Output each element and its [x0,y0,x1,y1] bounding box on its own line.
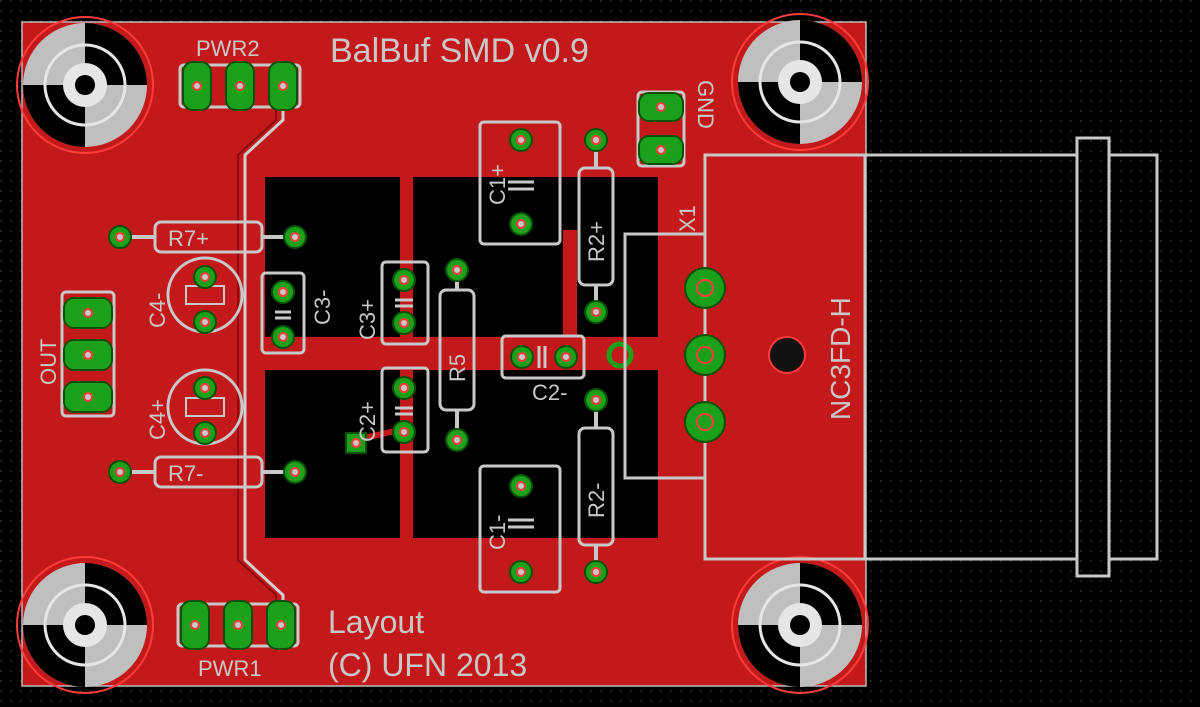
layout-label: Layout [328,604,424,640]
cutout-left-top [265,177,400,337]
cutout-right-top [413,177,658,337]
c4-top-label: C4- [145,293,170,328]
x1-label: X1 [675,205,700,232]
r7-bottom-label: R7- [168,461,203,486]
r5-label: R5 [445,354,470,382]
capacitor-c1-minus [478,464,562,594]
cutout-right-bottom [413,370,658,538]
resistor-r7-bottom [108,455,307,489]
connector-label: NC3FD-H [825,297,856,420]
capacitor-c1-plus [478,120,562,246]
c2-plus-label: C2+ [355,401,380,442]
c1-minus-label: C1- [485,515,510,550]
c4-bottom-label: C4+ [145,399,170,440]
capacitor-c2-plus [380,366,430,454]
mounting-hole-bottom-right [731,556,869,694]
via [606,341,634,369]
capacitor-c4-top [166,256,244,334]
resistor-r7-top [108,220,307,254]
board-title: BalBuf SMD v0.9 [330,32,589,70]
gnd-header [636,90,686,168]
capacitor-c4-bottom [166,368,244,446]
copyright-label: (C) UFN 2013 [328,647,527,683]
resistor-r2-plus [577,128,615,324]
out-label: OUT [36,339,61,385]
mounting-hole-top-right [731,13,869,151]
c1-plus-label: C1+ [485,164,510,205]
capacitor-c2-minus [500,334,586,380]
mounting-hole-bottom-left [16,556,154,694]
pwr2-label: PWR2 [196,36,260,61]
resistor-r2-minus [577,388,615,584]
resistor-r5 [438,258,476,452]
xlr-connector-x1 [623,136,1159,578]
c3-minus-label: C3- [310,290,335,325]
capacitor-c3-plus [380,260,430,346]
r2-plus-label: R2+ [584,221,609,262]
mounting-hole-top-left [16,16,154,154]
pwr1-header [176,600,300,650]
r7-top-label: R7+ [168,226,209,251]
cutout-left-bottom [265,370,400,538]
capacitor-c3-minus [260,271,306,355]
c3-plus-label: C3+ [355,299,380,340]
c2-minus-label: C2- [532,380,567,405]
pcb-board [21,21,867,687]
test-pad [345,432,367,454]
out-header [60,290,116,418]
pwr2-header [178,61,302,111]
power-rail-trace-inner [237,80,277,625]
pwr1-label: PWR1 [198,656,262,681]
board-copper [22,22,866,686]
r2-minus-label: R2- [584,483,609,518]
gnd-label: GND [693,80,718,129]
